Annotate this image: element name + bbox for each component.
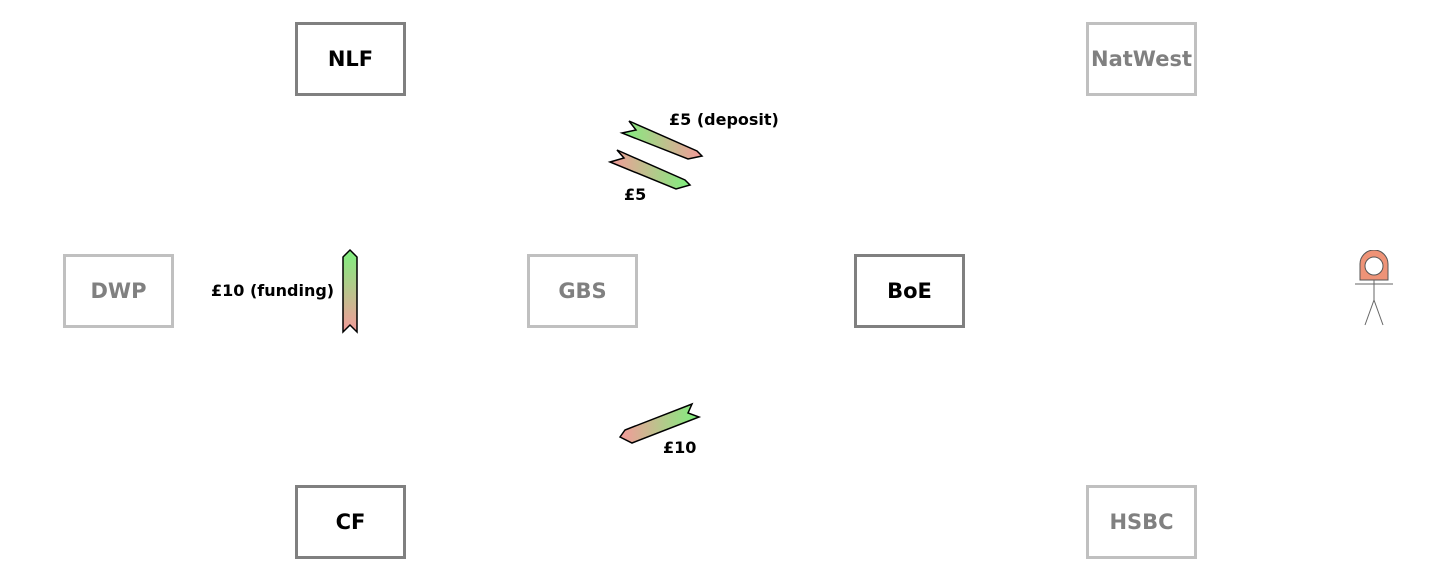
deposit-flow-label: £5 (deposit) <box>669 110 779 129</box>
deposit-flow-arrow <box>619 120 704 160</box>
funding-flow-arrow <box>342 248 358 334</box>
five-flow-label: £5 <box>624 185 647 204</box>
ten-flow-label: £10 <box>663 438 697 457</box>
node-nlf: NLF <box>295 22 406 96</box>
node-hsbc: HSBC <box>1086 485 1197 559</box>
node-natwest: NatWest <box>1086 22 1197 96</box>
node-dwp: DWP <box>63 254 174 328</box>
person-icon <box>1355 250 1393 326</box>
node-cf: CF <box>295 485 406 559</box>
five-flow-arrow <box>607 149 692 190</box>
funding-flow-label: £10 (funding) <box>211 281 335 300</box>
node-boe: BoE <box>854 254 965 328</box>
ten-flow-arrow <box>618 402 702 444</box>
node-gbs: GBS <box>527 254 638 328</box>
